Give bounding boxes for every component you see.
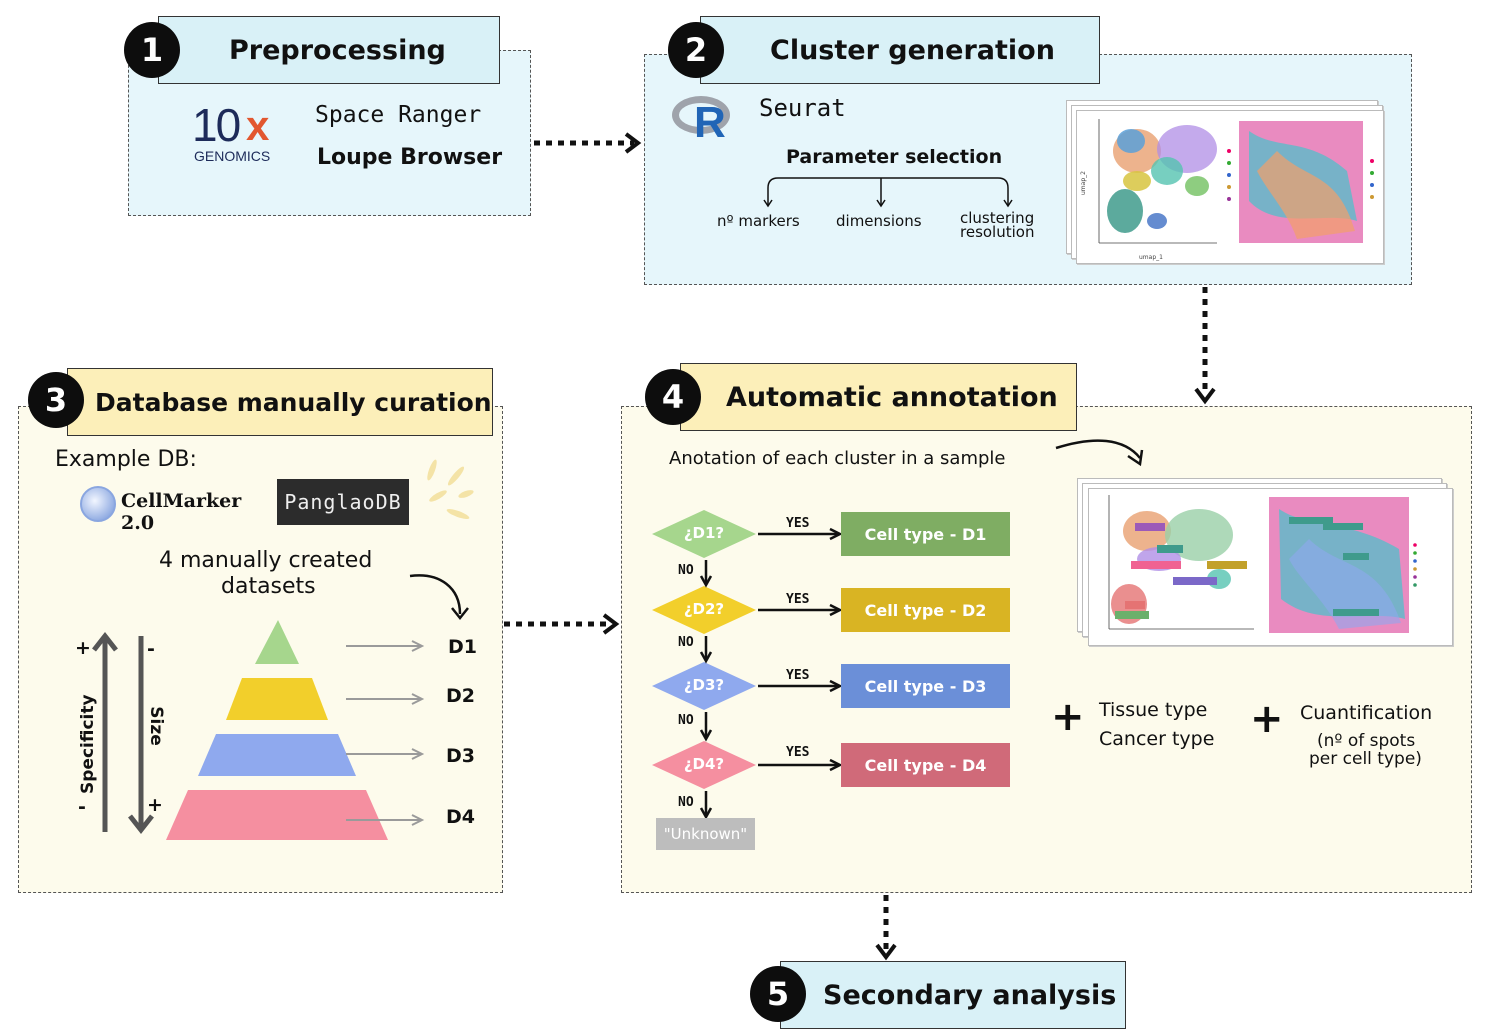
pyramid-level-d3-shape bbox=[198, 734, 356, 776]
decision-d1-label: ¿D1? bbox=[683, 524, 725, 542]
param-markers: nº markers bbox=[717, 212, 800, 230]
10x-logo-number: 10 bbox=[192, 99, 241, 151]
step-4-badge: 4 bbox=[645, 369, 701, 425]
space-ranger-label: Space Ranger bbox=[315, 102, 482, 128]
panglaodb-logo: PanglaoDB bbox=[277, 479, 409, 525]
10x-genomics-logo: 10 x GENOMICS bbox=[192, 99, 292, 168]
cellmarker-label: CellMarker 2.0 bbox=[121, 490, 242, 534]
spots-per-cell-label-2: per cell type) bbox=[1309, 749, 1422, 769]
size-plus: + bbox=[147, 794, 163, 816]
curved-arrow-to-d1 bbox=[409, 574, 469, 621]
step-3-badge: 3 bbox=[28, 372, 84, 428]
decision-d2-label: ¿D2? bbox=[683, 600, 725, 618]
no-label-3: NO bbox=[678, 713, 694, 728]
specificity-arrow bbox=[92, 631, 118, 832]
no-label-4: NO bbox=[678, 795, 694, 810]
datasets-caption-2: datasets bbox=[221, 574, 316, 599]
size-minus: - bbox=[147, 638, 155, 660]
cell-type-d1-box: Cell type - D1 bbox=[841, 512, 1010, 556]
umap-x-axis: umap_1 bbox=[1139, 254, 1163, 261]
annotated-plot bbox=[1108, 495, 1417, 633]
level-d1-label: D1 bbox=[448, 636, 477, 658]
decision-d3 bbox=[652, 662, 756, 710]
unknown-box: "Unknown" bbox=[656, 818, 755, 850]
step-5-badge: 5 bbox=[750, 966, 806, 1022]
specificity-minus: - bbox=[78, 796, 86, 818]
cellmarker-icon bbox=[80, 486, 116, 522]
level-d3-label: D3 bbox=[446, 745, 475, 767]
r-logo: R bbox=[672, 92, 738, 150]
annotation-title: Automatic annotation bbox=[726, 381, 1058, 413]
sparkle-icon bbox=[427, 459, 474, 519]
preprocessing-header: Preprocessing bbox=[158, 16, 500, 84]
no-label-2: NO bbox=[678, 635, 694, 650]
yes-label-3: YES bbox=[786, 668, 810, 683]
cell-type-d4-box: Cell type - D4 bbox=[841, 743, 1010, 787]
10x-logo-x: x bbox=[246, 102, 270, 149]
param-clustering: clustering bbox=[960, 209, 1035, 227]
secondary-analysis-title: Secondary analysis bbox=[823, 979, 1117, 1011]
no-label-1: NO bbox=[678, 563, 694, 578]
pyramid-level-d4-shape bbox=[166, 790, 388, 840]
step-1-badge: 1 bbox=[124, 22, 180, 78]
cell-type-d3-box: Cell type - D3 bbox=[841, 664, 1010, 708]
specificity-plus: + bbox=[75, 637, 91, 659]
umap-y-axis: umap_2 bbox=[1080, 171, 1087, 195]
umap-plot: umap_1 umap_2 bbox=[1080, 119, 1374, 261]
annotation-flowchart bbox=[652, 510, 843, 820]
parameter-bracket bbox=[763, 177, 1013, 208]
dataset-pyramid bbox=[166, 620, 425, 840]
param-dimensions: dimensions bbox=[836, 212, 922, 230]
param-resolution: resolution bbox=[960, 223, 1035, 241]
plus-icon-1: + bbox=[1051, 694, 1085, 740]
panglaodb-label: PanglaoDB bbox=[284, 490, 402, 514]
decision-d4 bbox=[652, 741, 756, 789]
10x-logo-genomics: GENOMICS bbox=[194, 148, 271, 164]
level-d2-label: D2 bbox=[446, 685, 475, 707]
curved-arrow-to-sample bbox=[1055, 439, 1144, 467]
annotation-header: Automatic annotation bbox=[680, 363, 1077, 431]
arrow-3-to-4 bbox=[504, 613, 620, 635]
loupe-browser-label: Loupe Browser bbox=[317, 145, 503, 170]
database-header: Database manually curation bbox=[67, 368, 493, 436]
tissue-type-label: Tissue type bbox=[1099, 699, 1208, 721]
pyramid-level-d1-shape bbox=[255, 620, 299, 664]
umap-thumbnail: umap_1 umap_2 bbox=[1076, 110, 1384, 264]
cluster-title: Cluster generation bbox=[770, 34, 1055, 66]
size-arrow bbox=[128, 636, 154, 835]
cellmarker-logo: CellMarker 2.0 bbox=[80, 484, 270, 534]
specificity-text: Specificity bbox=[78, 694, 98, 794]
decision-d4-label: ¿D4? bbox=[683, 755, 725, 773]
database-title: Database manually curation bbox=[95, 387, 492, 417]
cuantification-label: Cuantification bbox=[1300, 702, 1433, 724]
seurat-label: Seurat bbox=[759, 94, 846, 122]
r-logo-letter: R bbox=[694, 98, 726, 147]
arrow-4-to-5 bbox=[875, 895, 897, 961]
arrow-1-to-2 bbox=[534, 132, 642, 154]
cancer-type-label: Cancer type bbox=[1099, 728, 1215, 750]
arrow-2-to-4 bbox=[1194, 287, 1216, 405]
preprocessing-title: Preprocessing bbox=[229, 34, 446, 66]
cell-type-d2-box: Cell type - D2 bbox=[841, 588, 1010, 632]
secondary-analysis-header: Secondary analysis bbox=[780, 961, 1126, 1029]
annotated-thumbnail bbox=[1088, 488, 1453, 646]
spots-per-cell-label-1: (nº of spots bbox=[1317, 731, 1416, 751]
example-db-label: Example DB: bbox=[55, 447, 197, 472]
decision-d2 bbox=[652, 586, 756, 634]
level-d4-label: D4 bbox=[446, 806, 475, 828]
decision-d3-label: ¿D3? bbox=[683, 676, 725, 694]
cluster-header: Cluster generation bbox=[700, 16, 1100, 84]
yes-label-2: YES bbox=[786, 592, 810, 607]
pyramid-level-d2-shape bbox=[226, 678, 328, 720]
step-2-badge: 2 bbox=[668, 22, 724, 78]
yes-label-4: YES bbox=[786, 745, 810, 760]
decision-d1 bbox=[652, 510, 756, 558]
plus-icon-2: + bbox=[1250, 696, 1284, 742]
annotation-subtitle: Anotation of each cluster in a sample bbox=[669, 448, 1006, 469]
yes-label-1: YES bbox=[786, 516, 810, 531]
specificity-label: Specificity bbox=[78, 694, 98, 794]
datasets-caption-1: 4 manually created bbox=[159, 548, 373, 573]
parameter-selection-title: Parameter selection bbox=[786, 146, 1003, 168]
